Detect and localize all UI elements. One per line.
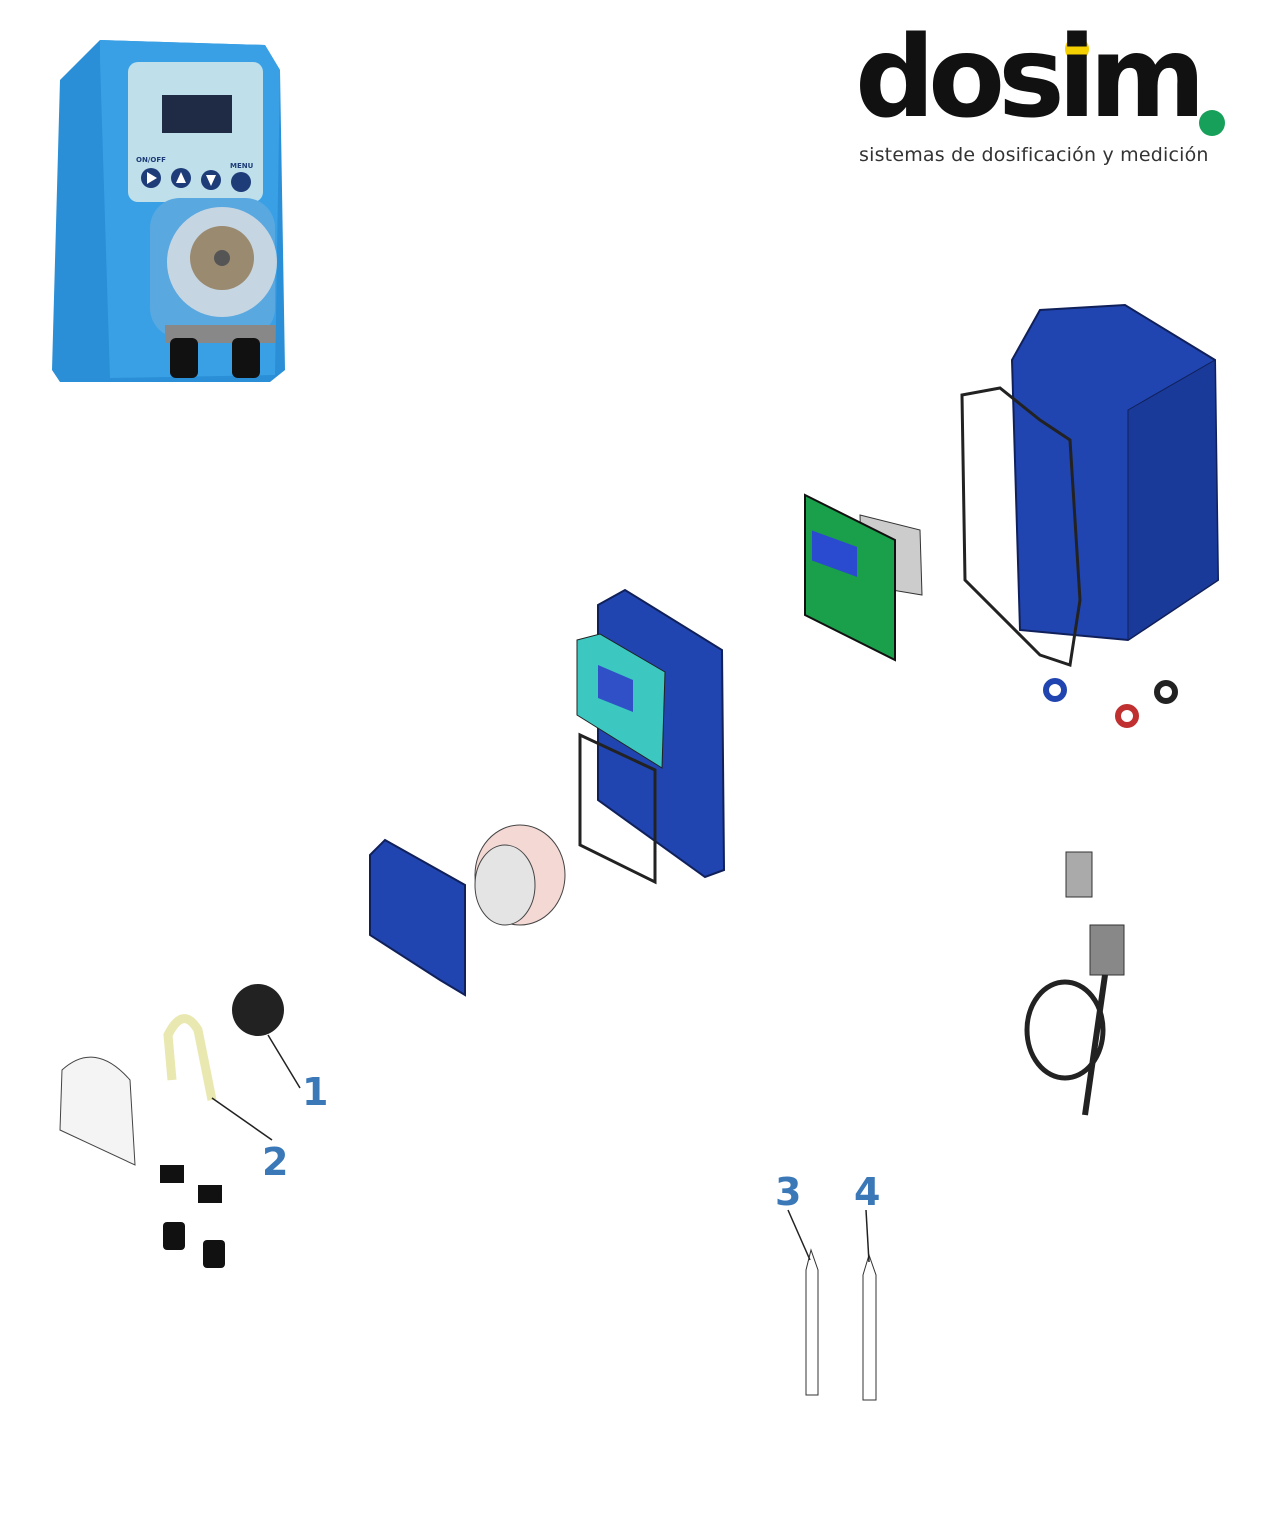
logo-green-dot [1199, 110, 1225, 136]
pump-cover [59, 1056, 136, 1166]
callout-1: 1 [302, 1070, 329, 1114]
callout-2: 2 [262, 1140, 289, 1184]
callout-3: 3 [775, 1170, 802, 1214]
motor [474, 824, 566, 926]
on-off-label: ON/OFF [136, 156, 166, 164]
rotor [232, 984, 284, 1036]
enter-key-label: E [236, 180, 241, 188]
logo-wordmark: dosim [855, 13, 1206, 143]
callout-leaders [211, 1034, 870, 1263]
pump-tube [163, 1014, 217, 1101]
pump-photo: E ON/OFF MENU [52, 40, 285, 382]
fittings [160, 1165, 225, 1268]
pump-head-plate [369, 838, 466, 997]
menu-label: MENU [230, 162, 254, 170]
callout-4: 4 [854, 1170, 881, 1214]
probes [805, 1248, 877, 1401]
pcb-board [804, 493, 923, 662]
housing-box [960, 303, 1220, 667]
front-panel [576, 588, 726, 885]
logo-tagline: sistemas de dosificación y medición [859, 144, 1209, 166]
logo-yellow-dot [1065, 37, 1089, 61]
sensor-cable [1024, 851, 1125, 1116]
